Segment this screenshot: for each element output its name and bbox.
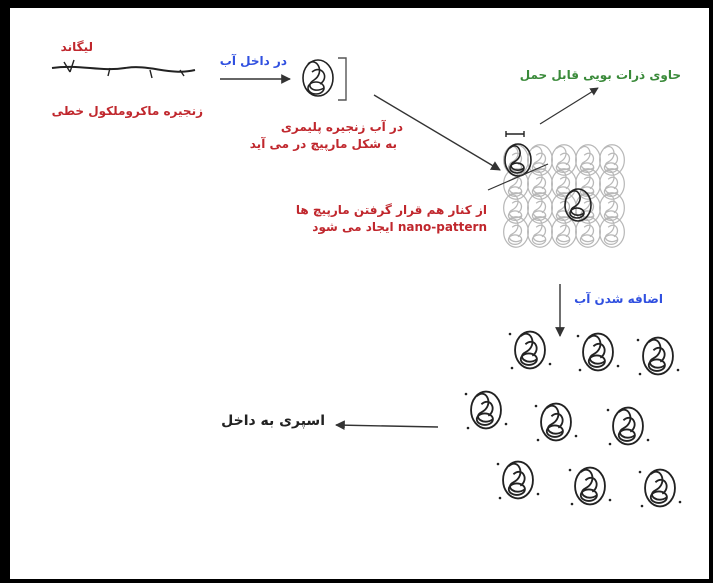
pattern-helix: [599, 216, 625, 248]
arrow-to-particles: [539, 87, 599, 125]
particle-dot: [638, 372, 642, 376]
particles-label: حاوی ذرات بویی قابل حمل: [519, 68, 681, 82]
highlight-helix-1: [504, 143, 532, 177]
pattern-helix: [503, 192, 529, 224]
pattern-helix: [527, 192, 553, 224]
linear-chain-label: زنجیره ماکروملکول خطی: [51, 104, 203, 118]
helix-bracket: [338, 57, 347, 101]
in-water-label: در داخل آب: [219, 54, 287, 68]
particle-dot: [638, 470, 642, 474]
pattern-helix: [575, 144, 601, 176]
particle-dot: [578, 368, 582, 372]
arrow-to-sponge: [335, 420, 439, 431]
pattern-helix: [599, 192, 625, 224]
dispersed-helix: [470, 390, 502, 430]
pattern-helix: [551, 144, 577, 176]
particle-dot: [616, 364, 620, 368]
dispersed-helix: [612, 406, 644, 446]
particle-dot: [496, 462, 500, 466]
spacing-marker: [505, 131, 525, 137]
particle-dot: [608, 498, 612, 502]
sponge-label: اسپری به داخل: [221, 413, 325, 429]
add-water-label: اضافه شدن آب: [574, 292, 663, 306]
pattern-helix: [599, 168, 625, 200]
pattern-helix: [599, 144, 625, 176]
single-helix: [302, 59, 334, 97]
particle-dot: [548, 362, 552, 366]
particle-dot: [608, 442, 612, 446]
pattern-caption-2: nano-pattern ایجاد می شود: [312, 220, 487, 234]
pattern-helix: [575, 216, 601, 248]
dispersed-helix: [582, 332, 614, 372]
helix-caption-1: در آب زنجیره پلیمری: [280, 120, 403, 134]
particle-dot: [676, 368, 680, 372]
particle-dot: [536, 438, 540, 442]
dispersed-helix: [502, 460, 534, 500]
particle-dot: [464, 392, 468, 396]
nano-pattern-grid: [503, 144, 625, 248]
particle-dot: [536, 492, 540, 496]
pattern-helix: [527, 216, 553, 248]
particle-dot: [534, 404, 538, 408]
pattern-helix: [503, 216, 529, 248]
highlight-helix-2: [564, 188, 592, 222]
pattern-pointer: [487, 163, 549, 191]
dispersed-helix: [574, 466, 606, 506]
particle-dot: [606, 408, 610, 412]
pattern-helix: [527, 144, 553, 176]
dispersed-helix: [642, 336, 674, 376]
particle-dot: [636, 338, 640, 342]
pattern-helix: [527, 168, 553, 200]
particle-dot: [498, 496, 502, 500]
dispersed-helices: [464, 330, 682, 508]
arrow-to-pattern: [373, 94, 501, 171]
pattern-caption-1: از کنار هم قرار گرفتن مارپیچ ها: [295, 203, 487, 217]
helix-caption-2: به شکل مارپیچ در می آید: [249, 137, 397, 151]
dispersed-helix: [644, 468, 676, 508]
particle-dot: [510, 366, 514, 370]
particle-dot: [640, 504, 644, 508]
pattern-helix: [551, 216, 577, 248]
particle-dot: [576, 334, 580, 338]
dispersed-helix: [514, 330, 546, 370]
particle-dot: [678, 500, 682, 504]
particle-dot: [568, 468, 572, 472]
linear-chain: [51, 59, 196, 79]
particle-dot: [504, 422, 508, 426]
pattern-helix: [503, 168, 529, 200]
pattern-helix: [551, 168, 577, 200]
particle-dot: [646, 438, 650, 442]
particle-dot: [570, 502, 574, 506]
particle-dot: [574, 434, 578, 438]
dispersed-helix: [540, 402, 572, 442]
particle-dot: [466, 426, 470, 430]
particle-dot: [508, 332, 512, 336]
ligand-label: لیگاند: [60, 40, 93, 54]
